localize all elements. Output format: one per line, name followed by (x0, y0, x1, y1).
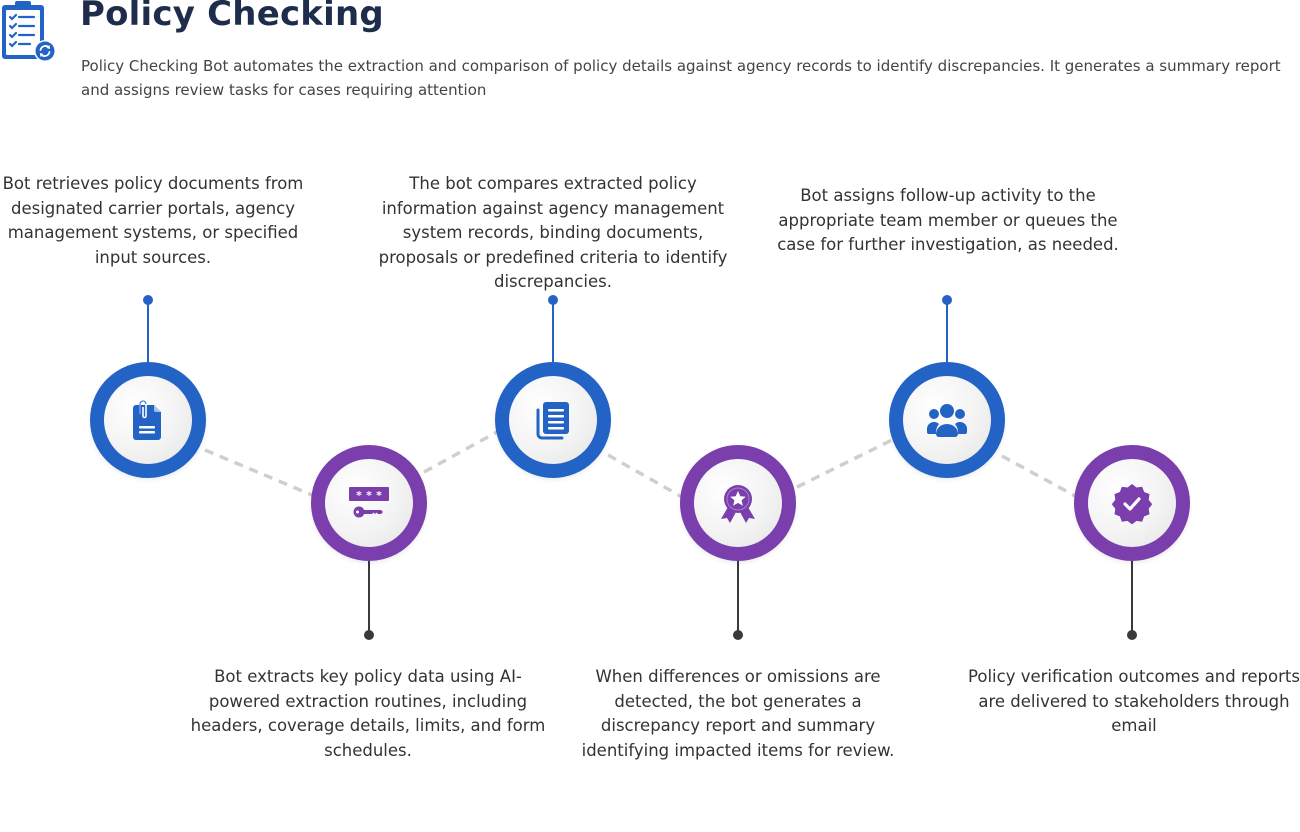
step-2-text: Bot extracts key policy data using AI-po… (190, 667, 546, 760)
documents-stack-icon (536, 402, 569, 440)
step-3-text: The bot compares extracted policy inform… (378, 174, 728, 291)
step-2-node: * * * (311, 445, 427, 561)
page-title: Policy Checking (80, 0, 384, 34)
award-badge-icon (721, 485, 755, 523)
connector-5-6 (1001, 454, 1078, 499)
svg-text:*: * (366, 489, 372, 502)
step-5-node (889, 362, 1005, 478)
svg-text:*: * (356, 489, 362, 502)
connector-2-3 (423, 430, 498, 474)
svg-text:*: * (376, 489, 382, 502)
stem-dot-3 (548, 295, 558, 305)
step-6-node (1074, 445, 1190, 561)
stem-dot-1 (143, 295, 153, 305)
step-1-text: Bot retrieves policy documents from desi… (2, 174, 304, 267)
verified-check-badge-icon (1111, 484, 1153, 525)
page-description: Policy Checking Bot automates the extrac… (81, 57, 1281, 99)
stem-dot-6 (1127, 630, 1137, 640)
stem-dot-2 (364, 630, 374, 640)
clipboard-checklist-sync-icon (2, 1, 56, 62)
step-5-text: Bot assigns follow-up activity to the ap… (777, 186, 1119, 254)
password-key-icon: * * * (349, 487, 389, 518)
connector-1-2 (204, 448, 313, 497)
step-4-text: When differences or omissions are detect… (581, 667, 895, 760)
step-3-node (495, 362, 611, 478)
step-1-node (90, 362, 206, 478)
connector-4-5 (796, 438, 893, 489)
step-4-node (680, 445, 796, 561)
document-clip-icon (133, 400, 161, 440)
team-users-icon (926, 404, 968, 437)
step-6-text: Policy verification outcomes and reports… (968, 667, 1300, 735)
stem-dot-4 (733, 630, 743, 640)
connector-3-4 (607, 453, 683, 499)
stem-dot-5 (942, 295, 952, 305)
